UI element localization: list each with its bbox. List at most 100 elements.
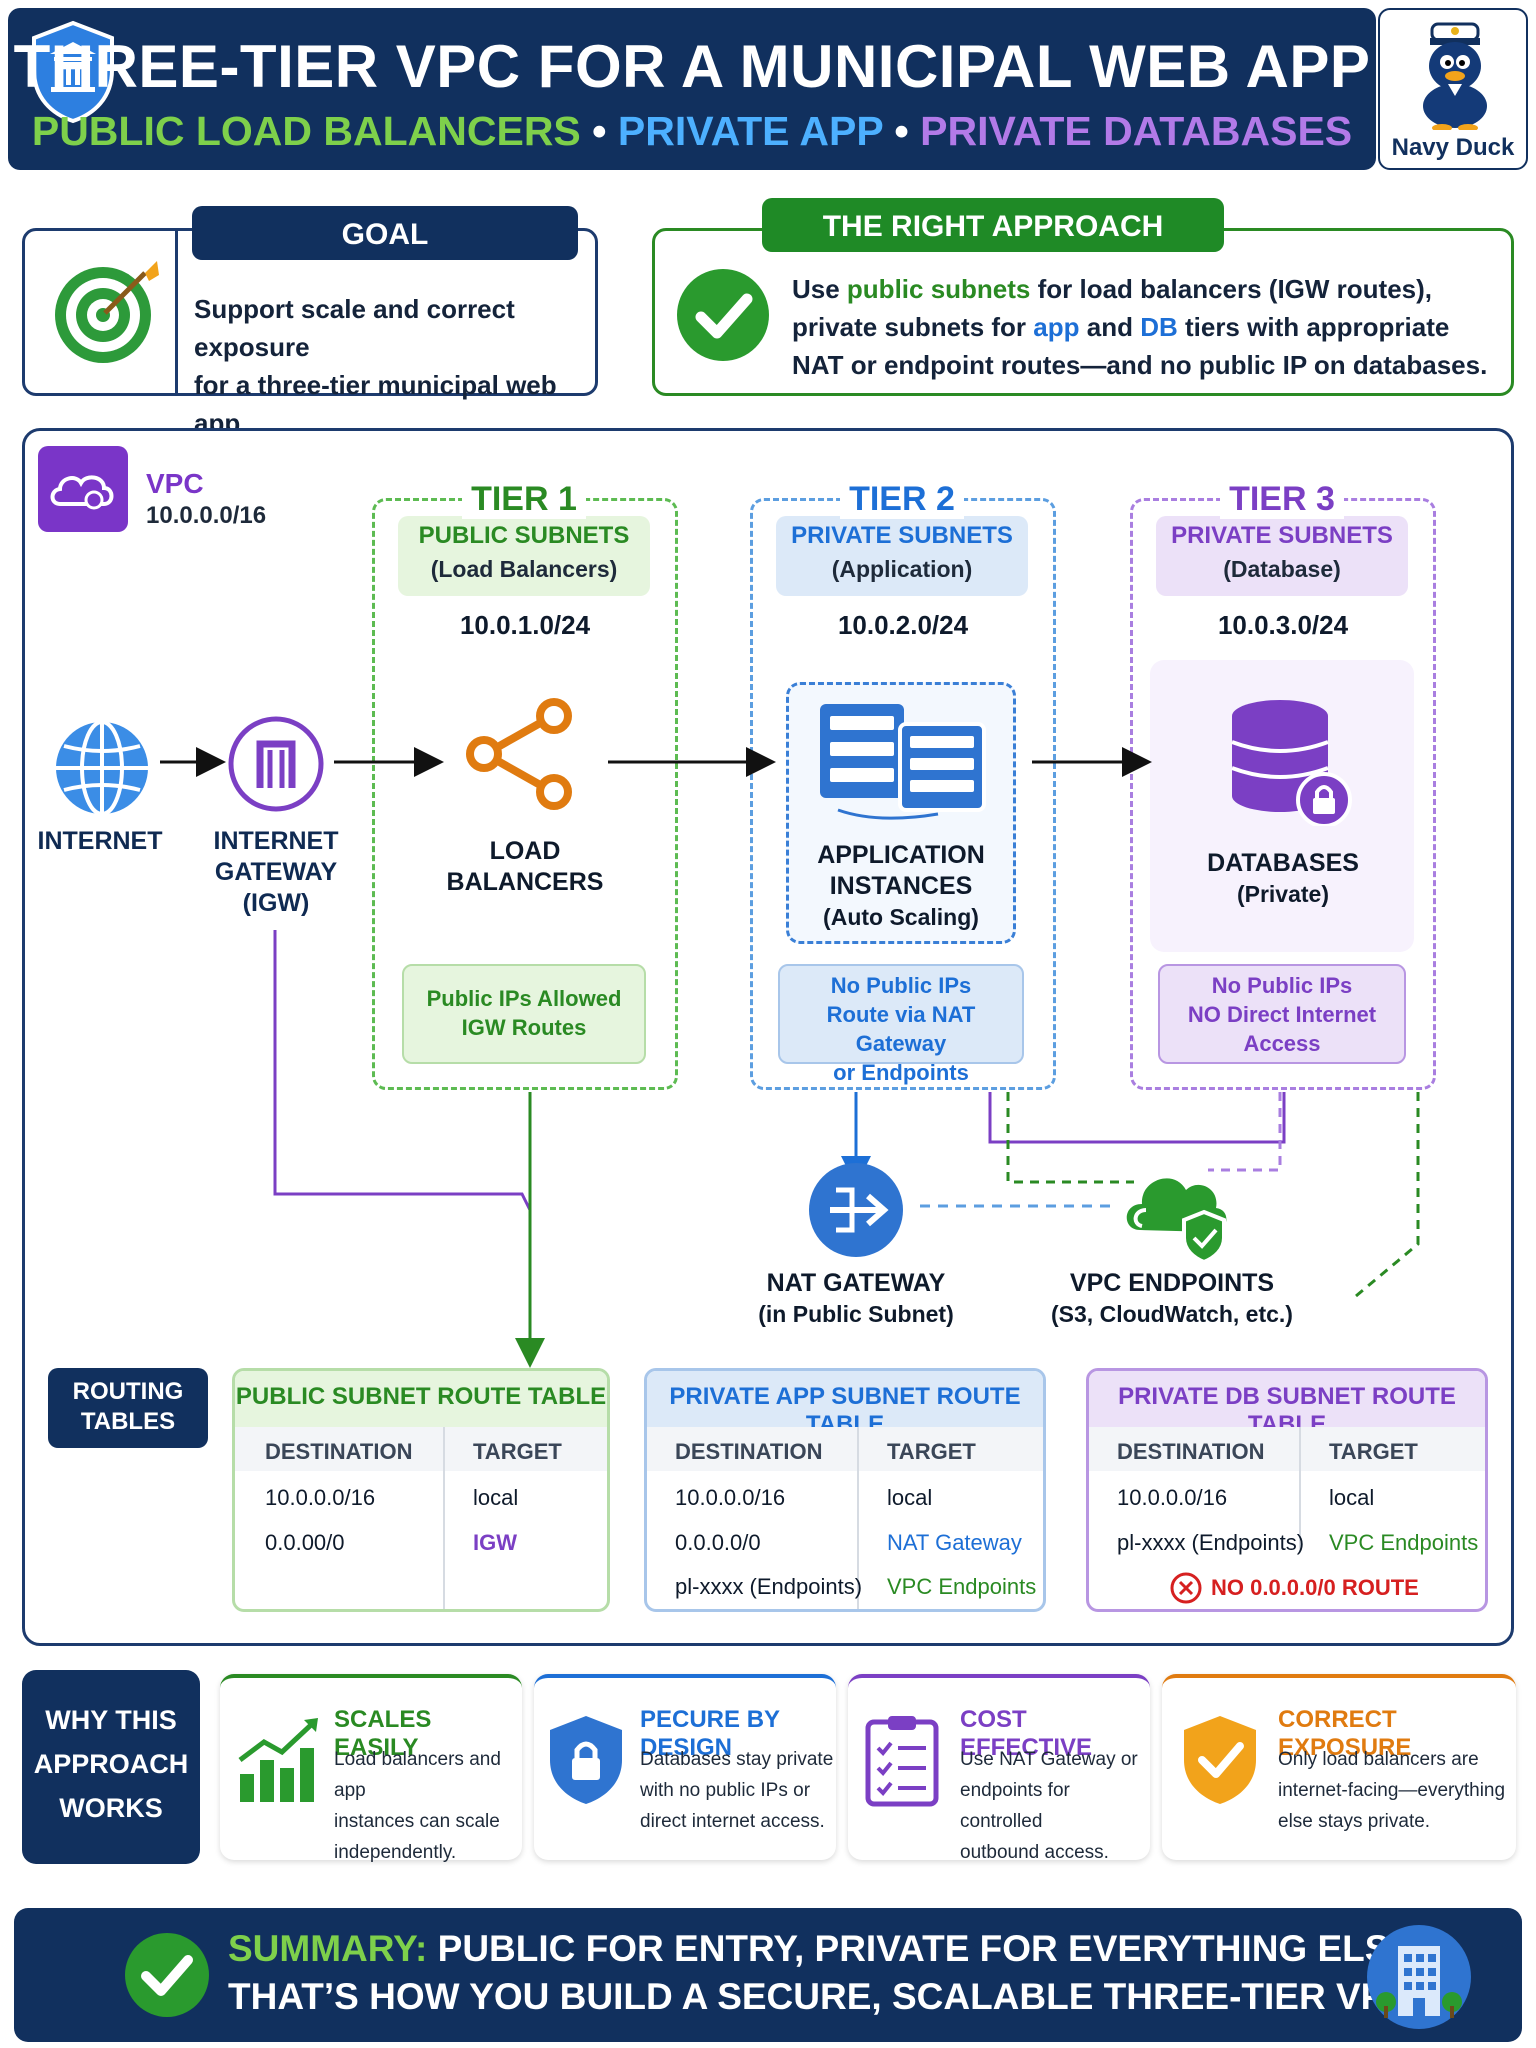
tier2-head-bg [776, 516, 1028, 596]
load-balancer-icon [466, 698, 572, 810]
why-card-exposure: CORRECT EXPOSURE Only load balancers are… [1162, 1674, 1516, 1860]
db-rt-col-target: TARGET [1329, 1439, 1418, 1464]
server-icon [820, 704, 986, 820]
tier3-subnet-type: PRIVATE SUBNETS [1171, 522, 1393, 549]
tier3-note-line-3: Access [1243, 1031, 1321, 1056]
city-building-icon [1367, 1925, 1471, 2029]
tier3-number: TIER 3 [1220, 480, 1344, 519]
why-label-line-1: WHY THIS [45, 1705, 177, 1735]
endpoints-subtitle: (S3, CloudWatch, etc.) [1051, 1301, 1293, 1327]
public-rt-col-target: TARGET [473, 1439, 562, 1464]
database-lock-icon [1231, 700, 1352, 826]
why-exposure-line-2: internet-facing—everything [1278, 1780, 1506, 1801]
navy-duck-icon [1423, 22, 1487, 130]
db-rt-dest-2: pl-xxxx (Endpoints) [1117, 1530, 1305, 1555]
growth-chart-icon [238, 1718, 318, 1802]
subtitle-sep: • [882, 108, 921, 154]
app-rt-dest-3: pl-xxxx (Endpoints) [675, 1574, 863, 1599]
vpc-label: VPC [146, 468, 204, 499]
tier3-note: No Public IPs NO Direct Internet Access [1158, 964, 1406, 1064]
private-db-route-table: PRIVATE DB SUBNET ROUTE TABLE DESTINATIO… [1086, 1368, 1488, 1612]
tier2-subnet-type: PRIVATE SUBNETS [791, 522, 1013, 549]
igw-label-line-1: INTERNET [213, 827, 339, 855]
approach-public-subnets: public subnets [846, 274, 1031, 304]
tier3-note-line-1: No Public IPs [1211, 973, 1353, 998]
why-card-secure: PECURE BY DESIGN Databases stay private … [534, 1674, 836, 1860]
public-rt-dest-2: 0.0.00/0 [265, 1530, 345, 1555]
summary-banner: SUMMARY: PUBLIC FOR ENTRY, PRIVATE FOR E… [14, 1908, 1522, 2042]
shield-check-icon [1184, 1716, 1256, 1804]
brand-name: Navy Duck [1391, 134, 1515, 161]
routing-label-line-2: TABLES [80, 1408, 176, 1435]
why-scales-body: Load balancers and app instances can sca… [334, 1744, 520, 1868]
why-cost-title: COST EFFECTIVE [960, 1706, 1093, 1761]
summary-check-icon [125, 1933, 209, 2017]
globe-icon [56, 720, 148, 816]
lb-label-line-1: LOAD [489, 837, 561, 865]
app-label-line-1: APPLICATION [817, 841, 985, 869]
why-cost-body: Use NAT Gateway or endpoints for control… [960, 1744, 1148, 1868]
why-label-line-2: APPROACH [33, 1749, 189, 1779]
why-secure-line-2: with no public IPs or [640, 1780, 811, 1801]
vpc-cidr: 10.0.0.0/16 [146, 502, 267, 529]
why-cost-line-2: endpoints for controlled [960, 1780, 1070, 1832]
clipboard-checklist-icon [865, 1716, 939, 1807]
db-rt-target-1: local [1329, 1485, 1375, 1510]
line-db-private [988, 1092, 1286, 1144]
routing-tables-label: ROUTING TABLES [48, 1368, 208, 1448]
approach-line-2: private subnets for app and DB tiers wit… [792, 308, 1512, 346]
nat-gateway-icon [809, 1163, 903, 1257]
app-rt-dest-1: 10.0.0.0/16 [675, 1485, 786, 1510]
why-scales-line-2: instances can scale [334, 1811, 500, 1832]
load-balancers-label: LOAD BALANCERS [372, 836, 678, 898]
approach-text-e: and [1079, 312, 1141, 342]
why-secure-line-3: direct internet access. [640, 1811, 825, 1832]
public-rt-col-dest: DESTINATION [265, 1439, 413, 1464]
vpc-cloud-icon [38, 446, 128, 532]
why-secure-title: PECURE BY DESIGN [640, 1706, 780, 1761]
app-label-line-2: INSTANCES [829, 872, 973, 900]
endpoints-title: VPC ENDPOINTS [1069, 1269, 1275, 1297]
db-label-line-1: DATABASES [1207, 849, 1359, 877]
tier2-note-line-2: Route via NAT Gateway [826, 1002, 976, 1056]
tier1-subnet-role: (Load Balancers) [430, 556, 618, 582]
app-rt-target-3: VPC Endpoints [887, 1574, 1037, 1599]
why-label: WHY THIS APPROACH WORKS [22, 1670, 200, 1864]
why-exposure-line-1: Only load balancers are [1278, 1749, 1479, 1770]
target-icon [55, 261, 159, 363]
approach-text-d: private subnets for [792, 312, 1034, 342]
vpc-endpoints-label: VPC ENDPOINTS (S3, CloudWatch, etc.) [1036, 1268, 1308, 1330]
app-rt-target-2: NAT Gateway [887, 1530, 1022, 1555]
tier2-note: No Public IPs Route via NAT Gateway or E… [778, 964, 1024, 1085]
tier1-note-line-1: Public IPs Allowed [426, 986, 622, 1011]
why-cost-line-1: Use NAT Gateway or [960, 1749, 1138, 1770]
routing-label-line-1: ROUTING [72, 1378, 184, 1405]
nat-gateway-label: NAT GATEWAY (in Public Subnet) [720, 1268, 992, 1330]
databases-label: DATABASES (Private) [1130, 848, 1436, 910]
why-exposure-line-3: else stays private. [1278, 1811, 1431, 1832]
approach-heading: THE RIGHT APPROACH [762, 198, 1224, 252]
igw-label: INTERNET GATEWAY (IGW) [196, 826, 356, 919]
private-app-route-table: PRIVATE APP SUBNET ROUTE TABLE DESTINATI… [644, 1368, 1046, 1612]
vpc-endpoints-icon [1126, 1178, 1227, 1264]
tier1-number: TIER 1 [462, 480, 586, 519]
public-rt-target-1: local [473, 1485, 519, 1510]
why-card-cost: COST EFFECTIVE Use NAT Gateway or endpoi… [848, 1674, 1150, 1863]
internet-label: INTERNET [37, 827, 163, 855]
why-exposure-title: CORRECT EXPOSURE [1278, 1706, 1412, 1761]
tier3-head-bg [1156, 516, 1408, 596]
nat-title: NAT GATEWAY [766, 1269, 946, 1297]
tier3-subnet-role: (Database) [1223, 556, 1341, 582]
line-igw-routetable [273, 930, 532, 1211]
public-rt-title: PUBLIC SUBNET ROUTE TABLE [235, 1371, 607, 1427]
tier2-cidr: 10.0.2.0/24 [837, 610, 969, 640]
approach-text-f: tiers with appropriate [1177, 312, 1450, 342]
line-app-endpoints [1006, 1092, 1134, 1184]
goal-line-1: Support scale and correct exposure [194, 294, 515, 362]
app-rt-col-target: TARGET [887, 1439, 976, 1464]
why-cost-line-3: outbound access. [960, 1842, 1109, 1863]
approach-line-3: NAT or endpoint routes—and no public IP … [792, 350, 1488, 380]
db-rt-col-dest: DESTINATION [1117, 1439, 1265, 1464]
why-scales-line-1: Load balancers and app [334, 1749, 501, 1801]
check-circle-icon [677, 269, 769, 361]
